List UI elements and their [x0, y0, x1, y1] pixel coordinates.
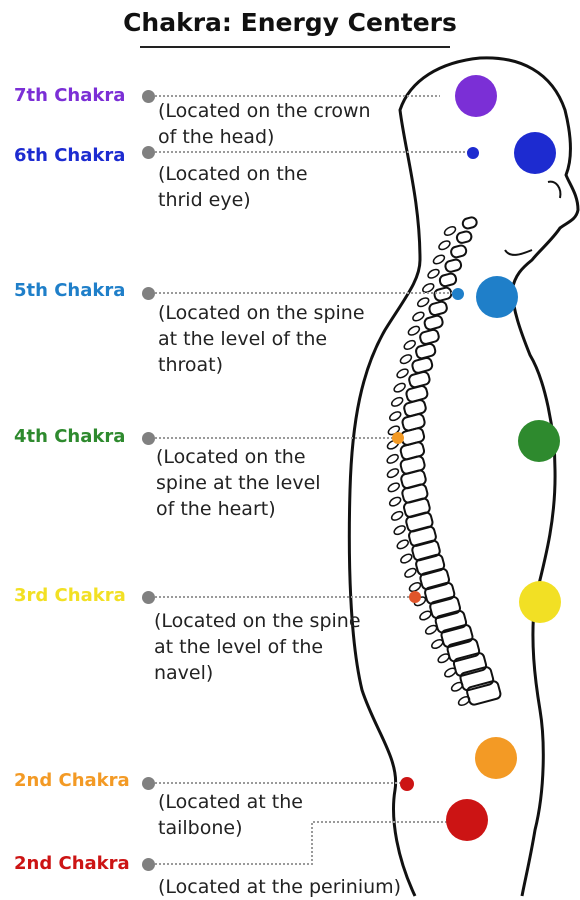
vertebra-process — [432, 253, 446, 265]
vertebra — [435, 610, 468, 634]
chakra-4-label: 4th Chakra — [14, 426, 125, 447]
vertebra-process — [390, 396, 404, 408]
navel-spine-point — [409, 591, 421, 603]
vertebra-process — [437, 239, 451, 251]
leader-dot-6 — [142, 146, 155, 159]
chakra-6-description: (Located on the thrid eye) — [158, 161, 308, 213]
vertebra-process — [399, 353, 413, 365]
leader-dot-3 — [142, 591, 155, 604]
vertebra-process — [443, 666, 457, 678]
chakra-7-label: 7th Chakra — [14, 85, 125, 106]
chakra-5-label: 5th Chakra — [14, 280, 125, 301]
body-outline — [349, 58, 578, 896]
vertebra-process — [393, 524, 407, 536]
vertebra — [415, 343, 436, 360]
chakra-2-perinium-description: (Located at the perinium) — [158, 874, 401, 900]
vertebra-process — [399, 553, 413, 565]
chakra-7-description: (Located on the crown of the head) — [158, 98, 371, 150]
vertebra-process — [416, 296, 430, 308]
root-chakra-circle — [446, 799, 488, 841]
vertebra-process — [427, 268, 441, 280]
vertebra — [450, 244, 467, 258]
vertebra — [433, 287, 452, 302]
crown-chakra-circle — [455, 75, 497, 117]
vertebra-process — [457, 695, 471, 707]
vertebra — [444, 258, 462, 272]
chakra-2-tailbone-description: (Located at the tailbone) — [158, 789, 303, 841]
vertebra-process — [403, 567, 417, 579]
ear-outline — [548, 182, 560, 198]
vertebra-process — [388, 410, 402, 422]
leader-dot-4 — [142, 432, 155, 445]
chakra-4-description: (Located on the spine at the level of th… — [156, 444, 321, 522]
vertebra-process — [411, 310, 425, 322]
vertebra-process — [443, 225, 457, 237]
vertebra — [453, 652, 487, 677]
vertebra-process — [388, 496, 402, 508]
vertebra — [462, 216, 478, 229]
vertebra-process — [396, 538, 410, 550]
vertebra-process — [418, 610, 432, 622]
vertebra-process — [390, 510, 404, 522]
vertebra-process — [430, 638, 444, 650]
throat-chakra-circle — [476, 276, 518, 318]
vertebra — [440, 624, 473, 648]
vertebra — [439, 273, 457, 288]
vertebra-process — [386, 453, 400, 465]
leader-dot-5 — [142, 287, 155, 300]
vertebra — [423, 315, 443, 331]
chakra-3-label: 3rd Chakra — [14, 585, 126, 606]
vertebra-process — [403, 339, 417, 351]
vertebra — [459, 666, 494, 691]
vertebra-process — [450, 681, 464, 693]
tailbone-point — [400, 777, 414, 791]
vertebra — [419, 329, 440, 345]
vertebra-process — [396, 367, 410, 379]
vertebra-process — [424, 624, 438, 636]
chakra-3-description: (Located on the spine at the level of th… — [154, 608, 361, 686]
vertebra — [456, 230, 473, 244]
chakra-2-perinium-label: 2nd Chakra — [14, 853, 130, 874]
chakra-5-description: (Located on the spine at the level of th… — [158, 300, 365, 378]
vertebra — [446, 638, 480, 663]
vertebra-process — [387, 481, 401, 493]
leader-dot-7 — [142, 90, 155, 103]
leader-dot-2b — [142, 858, 155, 871]
chakra-markers — [392, 75, 561, 841]
chakra-6-label: 6th Chakra — [14, 145, 125, 166]
third-eye-chakra-circle — [514, 132, 556, 174]
throat-spine-point — [452, 288, 464, 300]
chakra-2-tailbone-label: 2nd Chakra — [14, 770, 130, 791]
vertebra-process — [386, 467, 400, 479]
chin-line — [505, 250, 532, 255]
vertebra-process — [437, 652, 451, 664]
vertebra — [429, 596, 461, 619]
leader-dot-2a — [142, 777, 155, 790]
solar-plexus-chakra-circle — [519, 581, 561, 623]
vertebra-process — [393, 382, 407, 394]
sacral-chakra-circle — [475, 737, 517, 779]
third-eye-point — [467, 147, 479, 159]
heart-chakra-circle — [518, 420, 560, 462]
vertebra-process — [407, 325, 421, 337]
vertebra — [466, 680, 502, 706]
vertebra — [428, 301, 448, 317]
heart-spine-point — [392, 432, 404, 444]
